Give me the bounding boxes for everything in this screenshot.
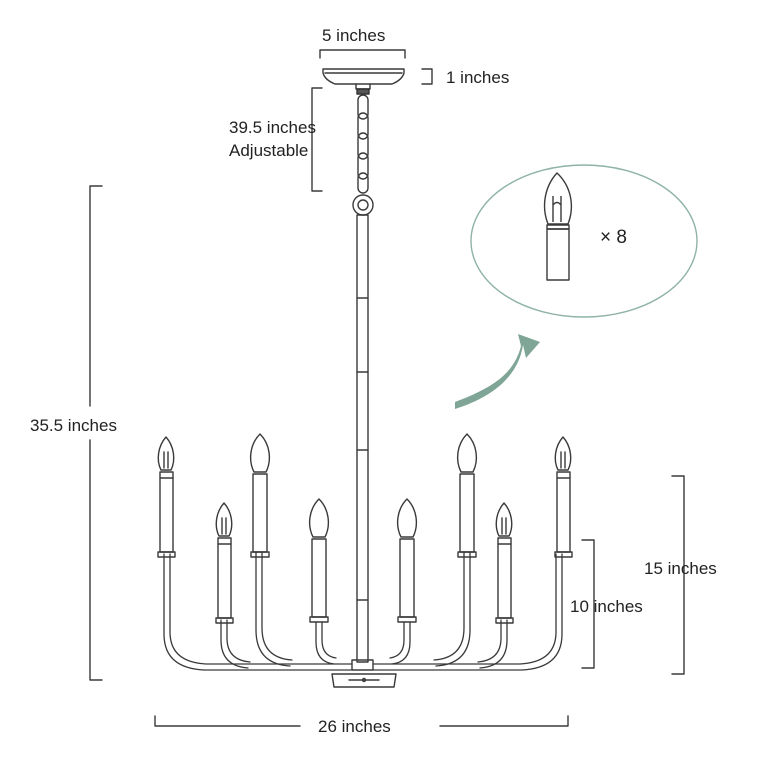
chain-length-bracket (311, 87, 323, 192)
candle-third-right (456, 433, 478, 558)
bulb-count-label: × 8 (600, 227, 627, 248)
overall-height-label: 35.5 inches (30, 416, 117, 435)
overall-width-bracket (154, 715, 569, 727)
short-candle-height-label: 10 inches (570, 597, 643, 616)
bulb-callout (470, 164, 698, 318)
candle-inner-right (396, 498, 418, 623)
canopy-width-label: 5 inches (322, 26, 386, 45)
callout-circle (470, 164, 698, 318)
chain (352, 94, 374, 216)
short-candle-bracket (581, 539, 595, 669)
candle-third-left (249, 433, 271, 558)
candelabra-bulb-icon (543, 172, 572, 281)
candle-outer-right (554, 436, 573, 558)
candle-second-right (495, 502, 514, 624)
canopy-width-bracket (319, 49, 406, 59)
overall-height-bracket (89, 185, 103, 681)
center-rod (331, 214, 397, 688)
overall-width-label: 26 inches (318, 717, 391, 736)
candle-inner-left (308, 498, 330, 623)
ceiling-canopy (322, 68, 405, 95)
candle-second-left (215, 502, 234, 624)
tall-candle-bracket (671, 475, 685, 675)
chandelier-arms (163, 551, 563, 671)
callout-arrow (455, 334, 540, 409)
canopy-height-bracket (421, 68, 433, 85)
canopy-height-label: 1 inches (446, 68, 510, 87)
chain-length-label: 39.5 inches (229, 118, 316, 137)
tall-candle-height-label: 15 inches (644, 559, 717, 578)
chain-adjustable-label: Adjustable (229, 141, 309, 160)
candle-outer-left (157, 436, 176, 558)
